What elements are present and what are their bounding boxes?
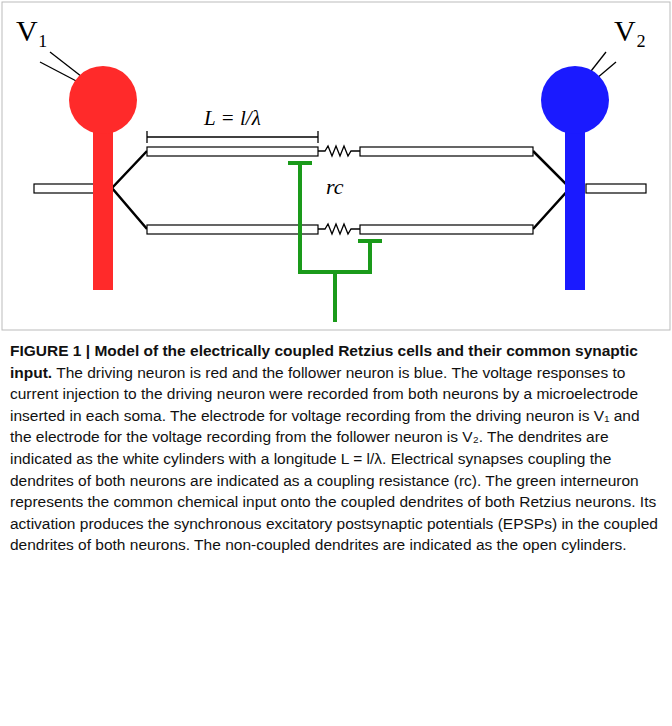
resistance-label: rc [326,174,344,200]
figure-caption: FIGURE 1 | Model of the electrically cou… [10,340,662,556]
driving-neuron [69,66,137,290]
electrode-label: V₁ [16,14,48,48]
coupling-resistor [318,146,360,234]
caption-body: The driving neuron is red and the follow… [10,364,658,554]
length-label: L = l/λ [204,106,261,131]
length-bracket [147,131,318,143]
coupled-dendrite [147,147,533,234]
dendrite-branch [112,151,570,229]
figure-frame [2,2,670,330]
interneuron [288,163,382,322]
electrode-label: V₂ [614,14,646,48]
follower-neuron [541,66,609,290]
